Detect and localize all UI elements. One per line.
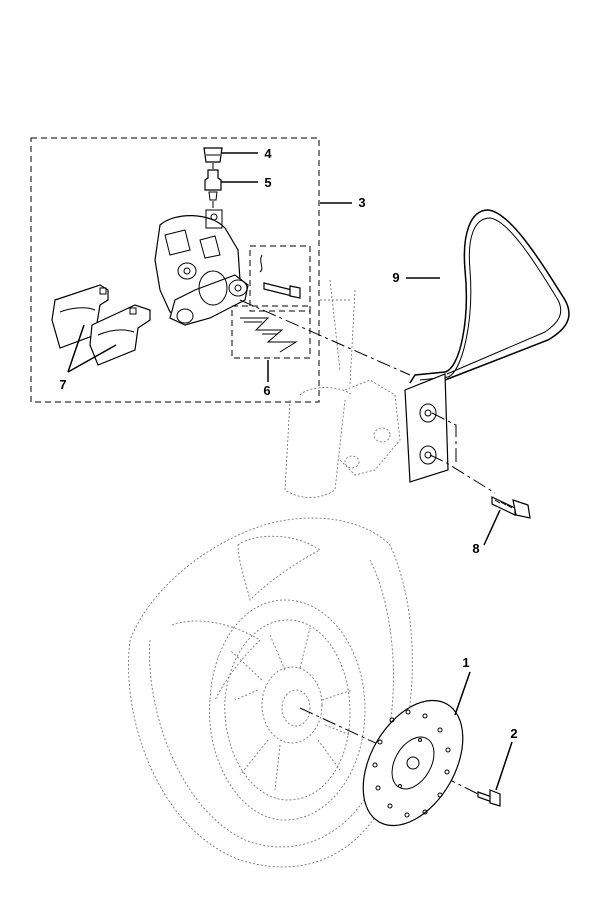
disc-bolt [477,789,501,807]
bracket-upper-line [431,412,457,462]
leader-lines [67,152,513,791]
caliper-assembly-boundary [30,137,320,403]
front-wheel [128,517,413,868]
callout-4: 4 [264,146,272,161]
bracket-bolt [491,496,531,519]
caliper-pin [259,254,301,299]
callout-5: 5 [264,175,271,190]
callout-6: 6 [263,383,270,398]
callout-2: 2 [510,726,517,741]
callout-7: 7 [59,377,66,392]
bleed-screw-cap [203,147,223,163]
caliper-to-bracket-line [239,299,411,376]
brake-pads [51,284,151,366]
spring-kit-box [231,305,311,359]
front-fork [284,279,401,498]
bleed-screw [204,169,222,201]
pin-kit-box [249,245,311,312]
callout-8: 8 [472,541,479,556]
callout-1: 1 [462,655,469,670]
pad-spring [240,317,298,353]
bracket-bolt-line [429,454,496,494]
bracket [404,209,570,483]
brake-disc [362,699,464,827]
callout-3: 3 [358,195,365,210]
caliper-body [154,209,249,326]
callout-9: 9 [392,270,399,285]
